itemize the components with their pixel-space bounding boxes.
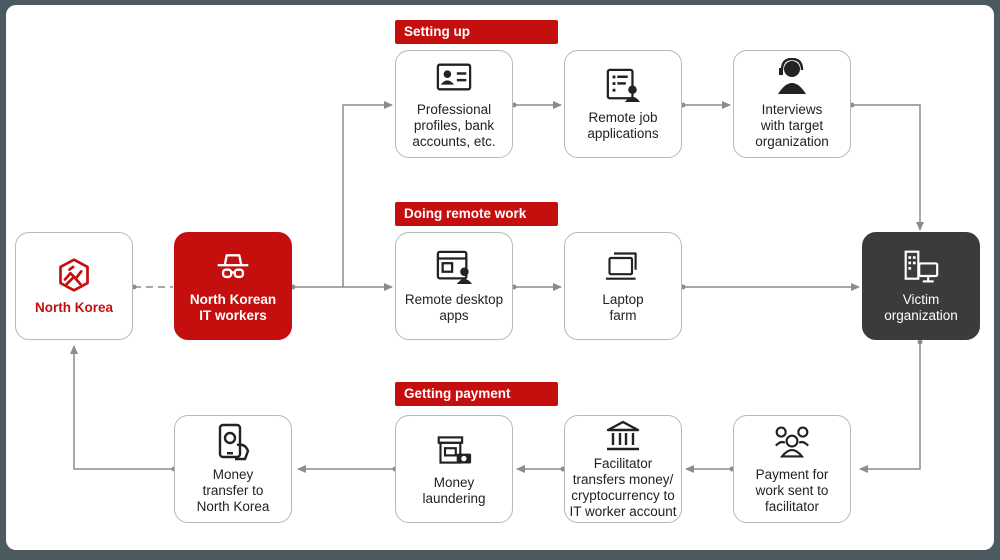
node-job-applications: Remote job applications bbox=[564, 50, 682, 158]
node-victim: Victim organization bbox=[862, 232, 980, 340]
phone-money-icon bbox=[215, 423, 251, 460]
people-group-icon bbox=[774, 424, 810, 460]
node-label: Remote desktop apps bbox=[404, 291, 504, 323]
stage-doing-remote-work: Doing remote work bbox=[395, 202, 558, 226]
arrow-to-victim-top bbox=[852, 104, 924, 231]
node-interviews: Interviews with target organization bbox=[733, 50, 851, 158]
store-money-icon bbox=[436, 432, 472, 468]
arrow-to-profiles bbox=[342, 101, 393, 287]
node-laptop-farm: Laptop farm bbox=[564, 232, 682, 340]
node-label: North Korean IT workers bbox=[189, 291, 277, 323]
building-computer-icon bbox=[903, 249, 939, 285]
node-facilitator: Facilitator transfers money/ cryptocurre… bbox=[564, 415, 682, 523]
stage-setting-up: Setting up bbox=[395, 20, 558, 44]
node-payment: Payment for work sent to facilitator bbox=[733, 415, 851, 523]
node-label: Money laundering bbox=[422, 474, 486, 506]
node-label: Professional profiles, bank accounts, et… bbox=[412, 101, 496, 149]
node-north-korea: North Korea bbox=[15, 232, 133, 340]
bank-icon bbox=[605, 418, 641, 454]
id-card-icon bbox=[436, 59, 472, 95]
stage-getting-payment: Getting payment bbox=[395, 382, 558, 406]
node-it-workers: North Korean IT workers bbox=[174, 232, 292, 340]
node-laundering: Money laundering bbox=[395, 415, 513, 523]
job-application-icon bbox=[605, 67, 641, 103]
node-label: Money transfer to North Korea bbox=[196, 466, 270, 514]
node-label: Interviews with target organization bbox=[755, 101, 829, 149]
node-profiles: Professional profiles, bank accounts, et… bbox=[395, 50, 513, 158]
node-label: Victim organization bbox=[884, 291, 958, 323]
headset-person-icon bbox=[774, 57, 810, 95]
node-transfer: Money transfer to North Korea bbox=[174, 415, 292, 523]
node-label: North Korea bbox=[34, 299, 113, 315]
node-label: Facilitator transfers money/ cryptocurre… bbox=[569, 456, 677, 519]
node-label: Laptop farm bbox=[602, 291, 644, 323]
laptop-stack-icon bbox=[605, 249, 641, 285]
arrow-to-north-korea bbox=[70, 345, 174, 470]
node-label: Payment for work sent to facilitator bbox=[755, 466, 829, 514]
remote-desktop-icon bbox=[436, 249, 472, 285]
node-remote-desktop: Remote desktop apps bbox=[395, 232, 513, 340]
node-label: Remote job applications bbox=[587, 109, 659, 141]
north-korea-map-icon bbox=[56, 257, 92, 293]
arrow-to-payment bbox=[859, 342, 921, 473]
spy-hat-icon bbox=[215, 249, 251, 285]
diagram-canvas: Setting up Doing remote work Getting pay… bbox=[6, 5, 994, 550]
